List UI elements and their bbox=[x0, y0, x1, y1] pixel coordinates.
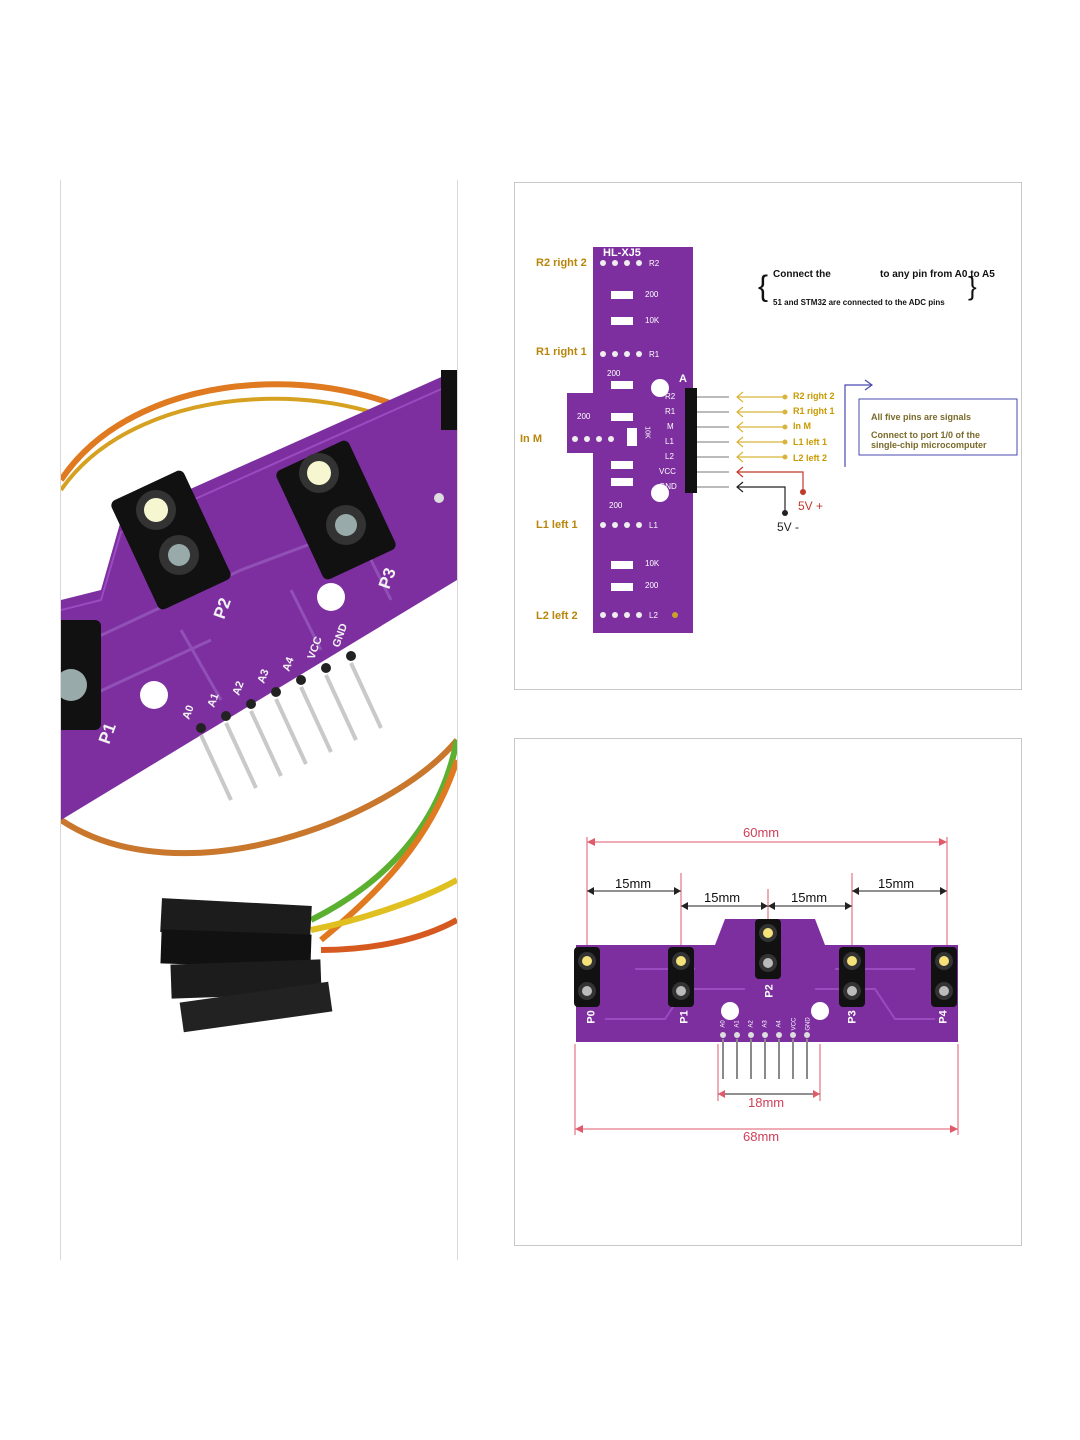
dim-15mm-c: 15mm bbox=[791, 890, 828, 905]
left-label-r1: R1 right 1 bbox=[536, 346, 587, 358]
dim-sensor-p4: P4 bbox=[937, 1010, 950, 1024]
signal-label-l2: L2 left 2 bbox=[793, 453, 828, 463]
dim-pin-a1: A1 bbox=[734, 1020, 741, 1028]
dim-sensor-p0: P0 bbox=[585, 1010, 598, 1024]
photo-pin-a1: A1 bbox=[206, 692, 222, 709]
photo-pin-a3: A3 bbox=[256, 668, 272, 685]
power-plus-label: 5V + bbox=[798, 499, 824, 513]
dim-18mm: 18mm bbox=[748, 1095, 785, 1110]
silk-200-a: 200 bbox=[645, 290, 659, 299]
dim-sensor-p2: P2 bbox=[763, 984, 776, 998]
dim-sensor-p3: P3 bbox=[846, 1010, 859, 1024]
dim-pin-a4: A4 bbox=[776, 1020, 783, 1028]
svg-text:{: { bbox=[758, 270, 768, 303]
signal-label-r2: R2 right 2 bbox=[793, 391, 835, 401]
product-photo: P1 P2 P3 A0 A1 A2 A3 A4 VCC GND bbox=[61, 180, 457, 1260]
silk-200-d: 200 bbox=[609, 501, 623, 510]
silk-r1: R1 bbox=[649, 350, 660, 359]
connect-text-b: to any pin from A0 to A5 bbox=[880, 269, 995, 280]
dim-15mm-a: 15mm bbox=[615, 876, 652, 891]
center-divider bbox=[457, 180, 458, 1260]
dim-pin-vcc: VCC bbox=[791, 1017, 798, 1031]
dim-pin-a0: A0 bbox=[720, 1020, 727, 1028]
photo-pin-a4: A4 bbox=[281, 655, 297, 673]
dim-60mm: 60mm bbox=[743, 825, 780, 840]
left-label-l2: L2 left 2 bbox=[536, 610, 578, 622]
silk-200-e: 200 bbox=[645, 581, 659, 590]
signal-label-r1: R1 right 1 bbox=[793, 406, 835, 416]
header-pin-r2: R2 bbox=[665, 392, 676, 401]
dim-pin-a3: A3 bbox=[762, 1020, 769, 1028]
connect-text-a: Connect the bbox=[773, 269, 831, 280]
photo-pin-a0: A0 bbox=[181, 704, 197, 721]
header-pin-l1: L1 bbox=[665, 437, 674, 446]
signal-label-l1: L1 left 1 bbox=[793, 437, 828, 447]
dim-15mm-b: 15mm bbox=[704, 890, 741, 905]
left-label-r2: R2 right 2 bbox=[536, 257, 587, 269]
signal-label-m: In M bbox=[793, 421, 811, 431]
sensor-p1-photo bbox=[61, 620, 101, 730]
header-pin-l2: L2 bbox=[665, 452, 674, 461]
silk-10k-a: 10K bbox=[645, 316, 660, 325]
photo-pin-a2: A2 bbox=[231, 680, 247, 697]
dim-sensor-p1: P1 bbox=[678, 1010, 691, 1024]
board-model-label: HL-XJ5 bbox=[603, 247, 641, 259]
silk-10k-c: 10K bbox=[577, 476, 592, 485]
product-photo-illustration: P1 P2 P3 A0 A1 A2 A3 A4 VCC GND bbox=[61, 370, 457, 1033]
note-line3: single-chip microcomputer bbox=[871, 440, 987, 450]
silk-r2: R2 bbox=[649, 259, 660, 268]
left-label-l1: L1 left 1 bbox=[536, 519, 578, 531]
dimension-diagram-panel: 60mm 15mm 15mm 15mm 15mm 18mm 68mm P0 P1… bbox=[514, 738, 1022, 1246]
dim-68mm: 68mm bbox=[743, 1129, 780, 1144]
silk-10k-d: 10K bbox=[645, 559, 660, 568]
silk-10k-b: 10K bbox=[577, 459, 592, 468]
header-pin-r1: R1 bbox=[665, 407, 676, 416]
sensor-p2-photo bbox=[111, 470, 231, 610]
power-minus-label: 5V - bbox=[777, 520, 800, 534]
wiring-diagram-panel: { } HL-XJ5 A R2 200 10K R1 200 200 10K 1… bbox=[514, 182, 1022, 690]
dim-15mm-d: 15mm bbox=[878, 876, 915, 891]
silk-l1: L1 bbox=[649, 521, 658, 530]
dimension-illustration bbox=[574, 837, 959, 1135]
header-pin-gnd: GND bbox=[659, 482, 677, 491]
silk-l2: L2 bbox=[649, 611, 658, 620]
silk-200-c: 200 bbox=[577, 412, 591, 421]
sensor-p3-photo bbox=[276, 440, 396, 580]
header-pin-vcc: VCC bbox=[659, 467, 676, 476]
note-line1: All five pins are signals bbox=[871, 412, 972, 422]
header-letter-label: A bbox=[679, 373, 687, 385]
dim-pin-a2: A2 bbox=[748, 1020, 755, 1028]
wiring-board-illustration: { } bbox=[567, 247, 1018, 633]
silk-pot: 10K bbox=[643, 426, 651, 439]
header-pin-m: M bbox=[667, 422, 674, 431]
connect-text-line2: 51 and STM32 are connected to the ADC pi… bbox=[773, 298, 945, 307]
dim-pin-gnd: GND bbox=[805, 1017, 812, 1031]
svg-text:}: } bbox=[968, 271, 977, 301]
silk-200-b: 200 bbox=[607, 369, 621, 378]
left-label-m: In M bbox=[520, 433, 542, 445]
note-line2: Connect to port 1/0 of the bbox=[871, 430, 980, 440]
